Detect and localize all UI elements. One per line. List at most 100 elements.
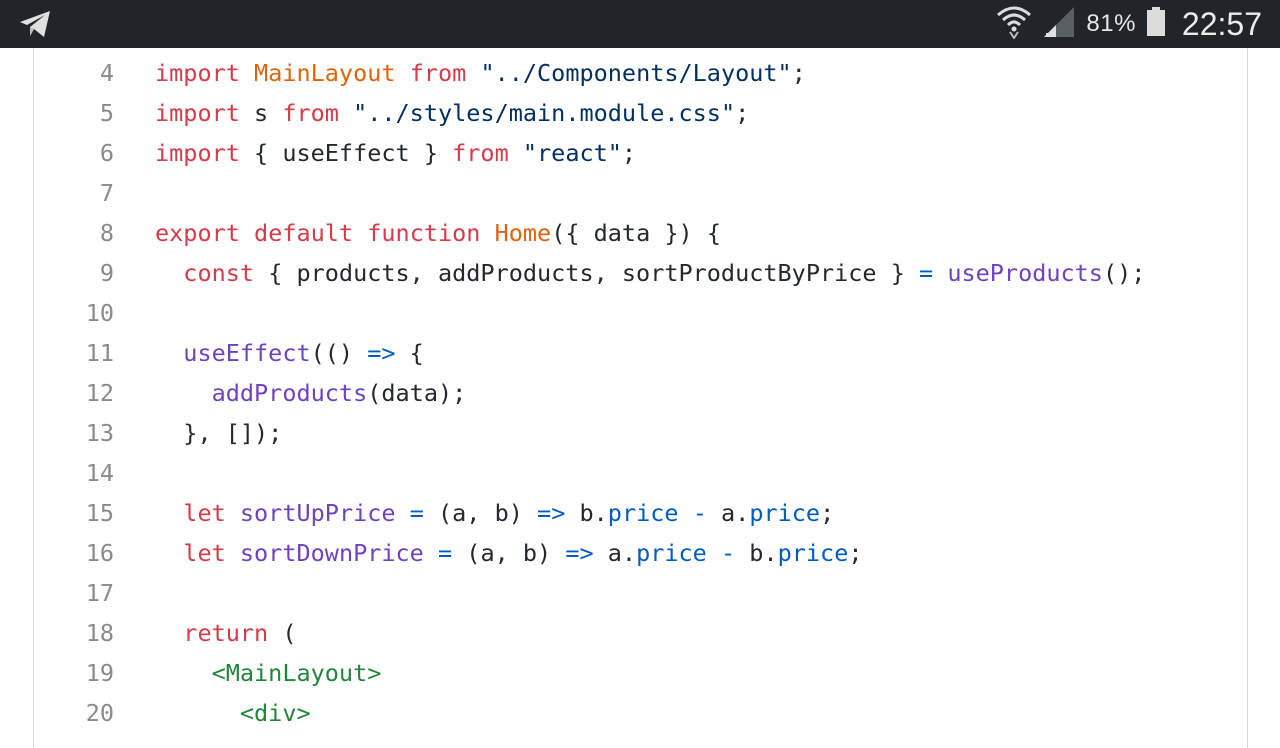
line-number: 4 (99, 59, 114, 87)
code-token: ( (268, 619, 297, 647)
line-number: 15 (85, 499, 114, 527)
line-number: 10 (85, 299, 114, 327)
code-token: a. (706, 499, 750, 527)
line-number: 13 (85, 419, 114, 447)
code-token: Home (494, 219, 552, 247)
code-token (155, 659, 212, 687)
line-number: 14 (85, 459, 114, 487)
code-token: const (183, 259, 255, 287)
line-number: 6 (99, 139, 114, 167)
code-token: sortUpPrice (239, 499, 396, 527)
code-token: = (919, 259, 934, 287)
code-viewer[interactable]: 4 import MainLayout from "../Components/L… (33, 48, 1248, 748)
code-text: const { products, addProducts, sortProdu… (155, 253, 1145, 293)
code-token: <MainLayout> (211, 659, 382, 687)
code-text: let sortDownPrice = (a, b) => a.price - … (155, 533, 863, 573)
code-token: import (155, 139, 240, 167)
code-token: { useEffect } (239, 139, 453, 167)
line-number: 7 (99, 179, 114, 207)
cellular-signal-icon (1042, 5, 1076, 44)
code-token: }, []); (155, 419, 283, 447)
code-token: "../Components/Layout" (480, 59, 792, 87)
code-token (226, 539, 240, 567)
line-number: 19 (85, 659, 114, 687)
code-token: MainLayout (254, 59, 396, 87)
code-token (155, 619, 183, 647)
code-token: - (692, 499, 707, 527)
code-token (339, 99, 353, 127)
code-token: b. (735, 539, 778, 567)
code-token: from (282, 99, 339, 127)
code-token: import (155, 99, 240, 127)
line-number: 5 (99, 99, 114, 127)
line-number: 11 (85, 339, 114, 367)
code-token: import (155, 59, 240, 87)
code-token: s (239, 99, 283, 127)
code-token: addProducts (211, 379, 368, 407)
code-token: let (183, 499, 226, 527)
line-number: 8 (99, 219, 114, 247)
code-token: from (409, 59, 467, 87)
code-token: useEffect (183, 339, 311, 367)
code-token (240, 219, 254, 247)
code-token (155, 339, 183, 367)
line-number: 16 (85, 539, 114, 567)
code-token: => (565, 539, 594, 567)
code-token: useProducts (947, 259, 1103, 287)
code-token: { products, addProducts, sortProductByPr… (254, 259, 920, 287)
code-token: let (183, 539, 226, 567)
code-token: "react" (522, 139, 622, 167)
code-token: (data); (367, 379, 467, 407)
code-token (396, 499, 410, 527)
line-number: 18 (85, 619, 114, 647)
wifi-icon (996, 5, 1032, 44)
code-token (509, 139, 523, 167)
code-text: import s from "../styles/main.module.css… (155, 93, 749, 133)
code-token: ({ data }) { (551, 219, 721, 247)
status-bar: 81% 22:57 (0, 0, 1280, 48)
code-token: "../styles/main.module.css" (353, 99, 736, 127)
code-text: export default function Home({ data }) { (155, 213, 721, 253)
code-token: = (409, 499, 424, 527)
code-token: = (438, 539, 453, 567)
code-text: }, []); (155, 413, 282, 453)
code-token: ; (735, 99, 750, 127)
code-token: (a, b) (423, 499, 538, 527)
code-token: price (777, 539, 849, 567)
clock: 22:57 (1181, 5, 1262, 42)
code-text: <div> (155, 693, 311, 733)
code-token (466, 59, 480, 87)
code-token: price (607, 499, 679, 527)
code-token (424, 539, 438, 567)
code-token: price (636, 539, 707, 567)
code-token: sortDownPrice (239, 539, 424, 567)
code-token (240, 59, 254, 87)
code-token (933, 259, 947, 287)
line-number: 20 (85, 699, 114, 727)
code-token: default (254, 219, 354, 247)
code-text: import MainLayout from "../Components/La… (155, 53, 806, 93)
code-token: ; (820, 499, 835, 527)
code-token: (a, b) (452, 539, 566, 567)
battery-icon (1146, 6, 1166, 42)
code-token (226, 499, 240, 527)
code-token: export (155, 219, 240, 247)
code-token (155, 379, 212, 407)
code-text: import { useEffect } from "react"; (155, 133, 636, 173)
code-token: <div> (239, 699, 311, 727)
code-text: useEffect(() => { (155, 333, 424, 373)
code-token (707, 539, 721, 567)
code-text: <MainLayout> (155, 653, 382, 693)
code-token (480, 219, 494, 247)
code-token: { (395, 339, 424, 367)
code-token (155, 499, 183, 527)
code-token: ; (848, 539, 863, 567)
code-token: => (537, 499, 566, 527)
code-token (155, 539, 183, 567)
code-text: let sortUpPrice = (a, b) => b.price - a.… (155, 493, 834, 533)
code-token: price (749, 499, 821, 527)
code-token: - (721, 539, 736, 567)
code-token: (() (310, 339, 368, 367)
code-token: ; (791, 59, 806, 87)
code-token: => (367, 339, 396, 367)
